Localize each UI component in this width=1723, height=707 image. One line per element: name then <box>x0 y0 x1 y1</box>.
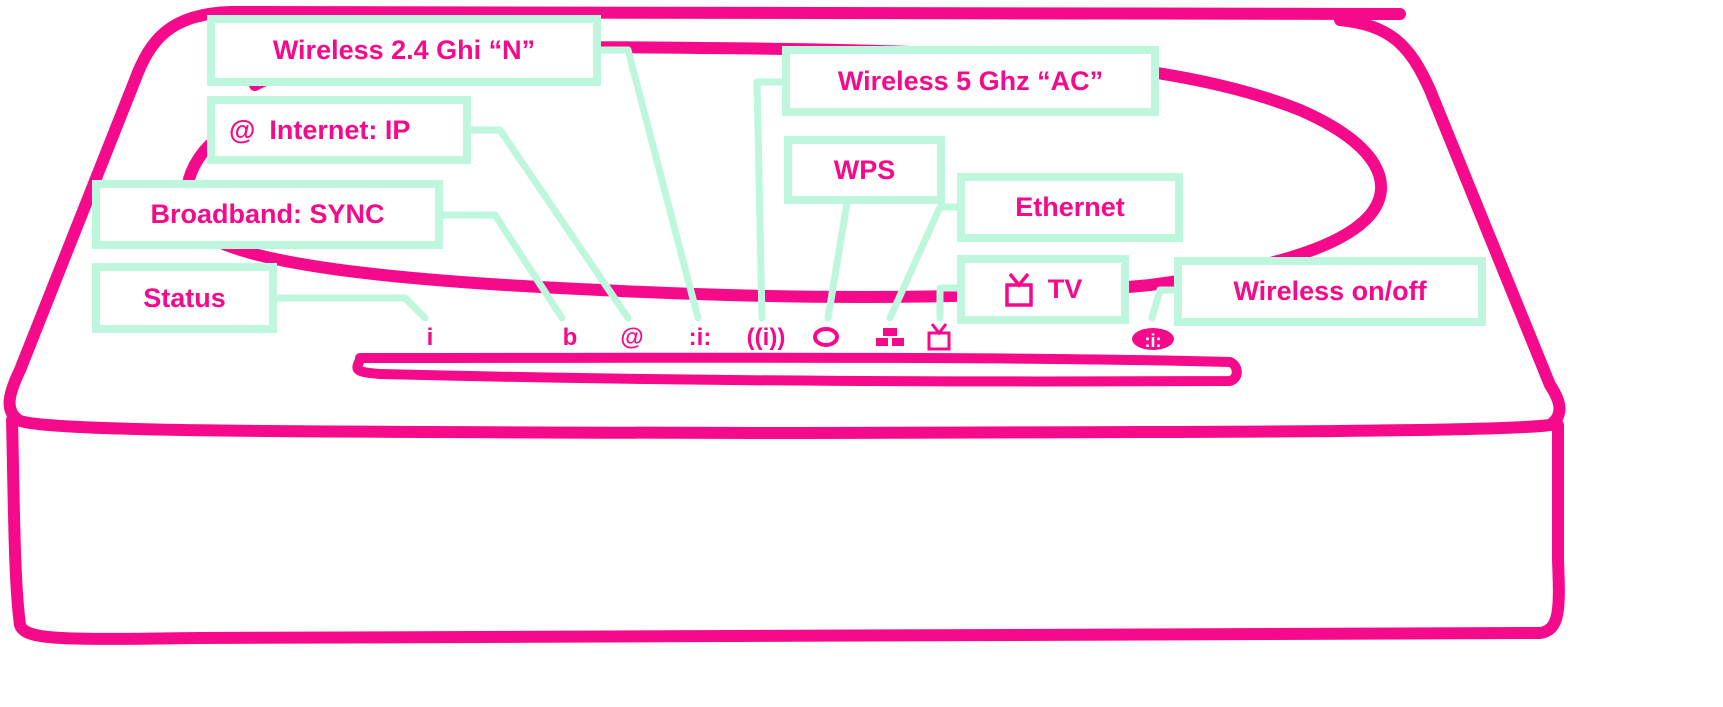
leader-wireless24 <box>596 46 702 322</box>
b-icon: b <box>563 324 578 351</box>
label-ethernet: Ethernet <box>957 173 1183 242</box>
label-text: Wireless 2.4 Ghi “N” <box>272 35 536 65</box>
label-text: Broadband: SYNC <box>150 199 385 229</box>
label-text: TV <box>1047 274 1083 304</box>
label-text: Wireless 5 Ghz “AC” <box>837 65 1104 96</box>
label-tv: TV <box>957 255 1129 324</box>
label-text: Internet: IP <box>269 114 411 145</box>
leader-broadband <box>438 211 566 322</box>
wifi-5-icon: ((i)) <box>747 324 786 351</box>
wps-icon <box>813 327 839 347</box>
leader-ethernet <box>886 203 961 322</box>
wireless-toggle-icon: :i: <box>1132 328 1174 351</box>
leader-status <box>272 294 429 322</box>
router-top-outline <box>3 6 1566 439</box>
leader-wps <box>824 199 851 322</box>
ethernet-icon <box>876 328 904 346</box>
label-internet: @ Internet: IP <box>207 96 471 164</box>
router-body-outline <box>6 414 1565 645</box>
router-top-panel <box>180 41 1388 303</box>
tv-icon <box>1004 272 1033 307</box>
label-text: Ethernet <box>1015 192 1125 222</box>
tv-icon <box>927 323 951 351</box>
label-status: Status <box>92 263 277 333</box>
leader-wireless-onoff <box>1148 286 1178 322</box>
label-text: WPS <box>833 154 896 185</box>
leader-internet <box>466 126 632 322</box>
label-wireless-onoff: Wireless on/off <box>1174 257 1486 326</box>
at-icon: @ <box>620 324 643 351</box>
svg-text::i:: :i: <box>1145 331 1162 351</box>
label-text: Status <box>143 282 226 313</box>
label-wps: WPS <box>784 136 945 204</box>
leader-tv <box>936 284 961 322</box>
led-light-bar <box>352 352 1242 387</box>
label-text: Wireless on/off <box>1233 276 1427 306</box>
leader-wireless5 <box>753 78 786 322</box>
label-broadband: Broadband: SYNC <box>92 180 443 249</box>
label-wireless-5: Wireless 5 Ghz “AC” <box>782 46 1159 116</box>
info-icon: i <box>427 324 434 351</box>
at-icon: @ <box>229 114 256 145</box>
wifi-icon: :i: <box>689 324 712 351</box>
label-wireless-24: Wireless 2.4 Ghi “N” <box>207 15 601 86</box>
